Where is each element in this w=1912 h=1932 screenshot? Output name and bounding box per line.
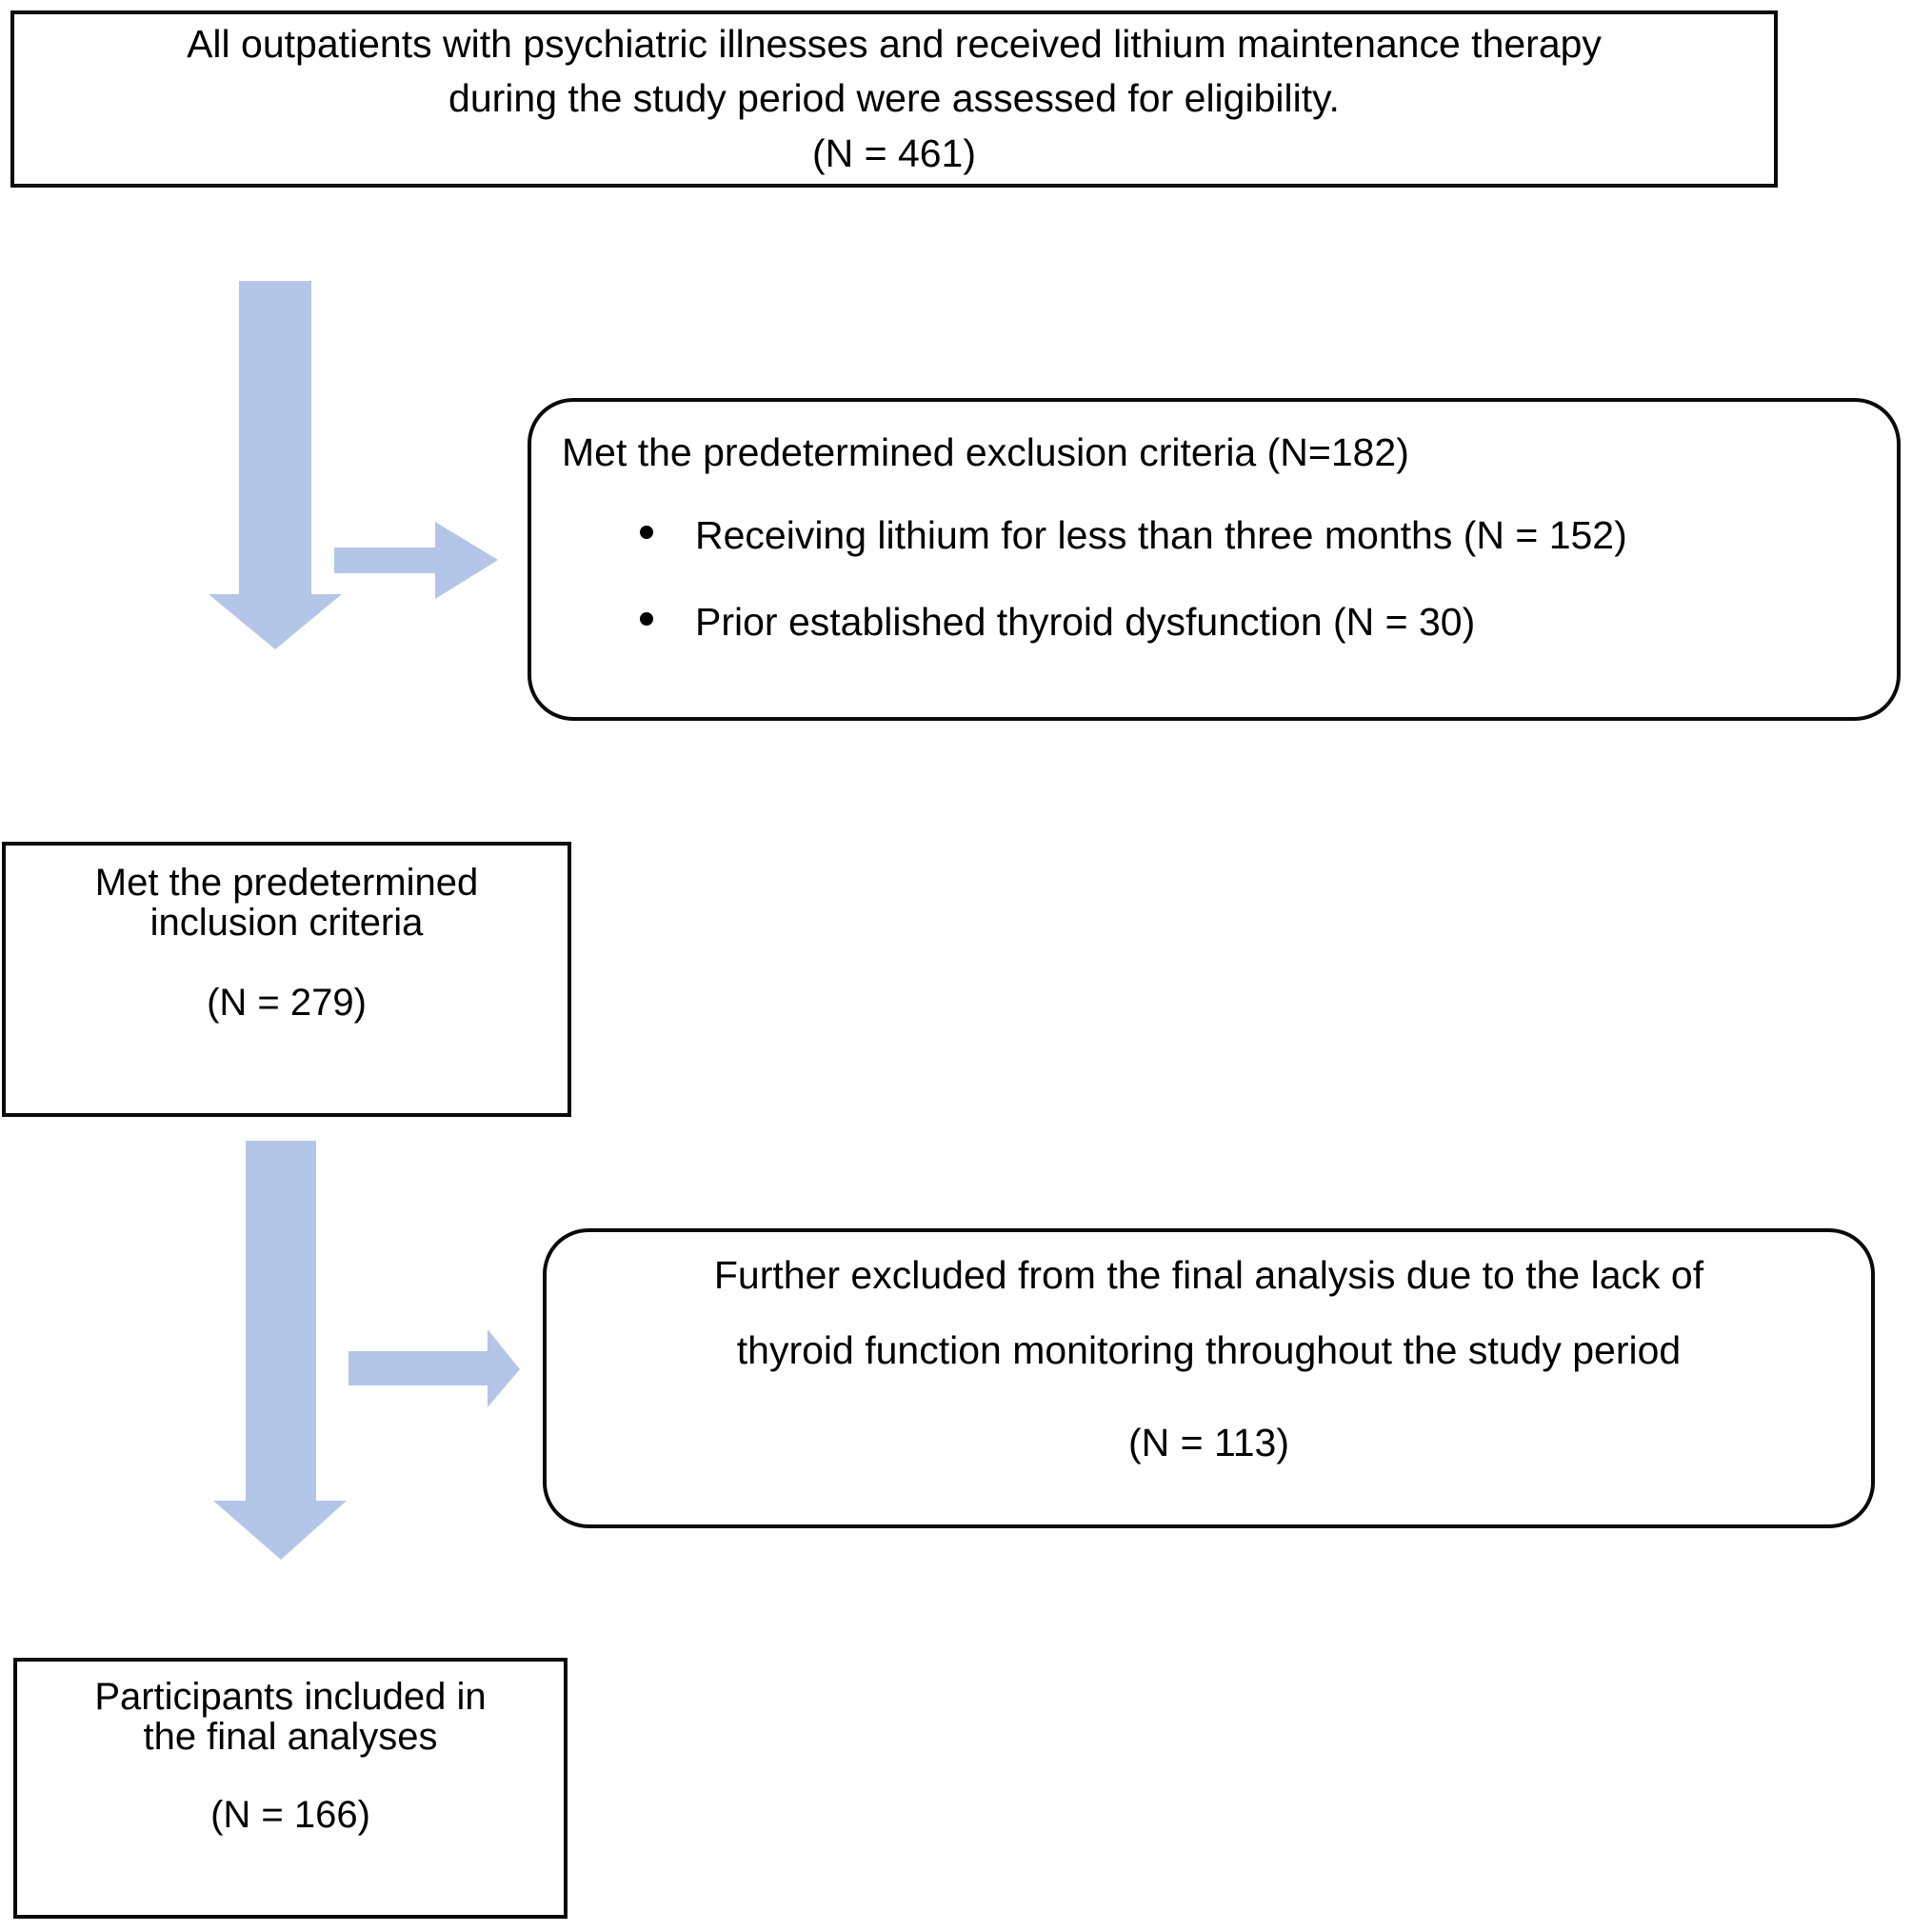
further-excluded-box: Further excluded from the final analysis… bbox=[543, 1228, 1875, 1528]
further-excluded-count: (N = 113) bbox=[1127, 1421, 1289, 1465]
inclusion-line-1: Met the predetermined bbox=[94, 862, 479, 904]
list-item: Receiving lithium for less than three mo… bbox=[562, 513, 1868, 558]
list-item: Prior established thyroid dysfunction (N… bbox=[562, 602, 1868, 643]
bullet-dot-icon bbox=[640, 612, 653, 627]
arrow-to-exclusion-criteria bbox=[334, 522, 498, 599]
final-line-1: Participants included in bbox=[94, 1676, 487, 1718]
exclusion-criteria-box: Met the predetermined exclusion criteria… bbox=[528, 398, 1901, 721]
eligibility-line-1: All outpatients with psychiatric illness… bbox=[187, 22, 1602, 66]
arrow-eligibility-to-inclusion bbox=[209, 281, 342, 649]
bullet-dot-icon bbox=[640, 526, 653, 540]
spacer bbox=[29, 943, 545, 983]
arrow-to-further-excluded bbox=[349, 1329, 520, 1407]
final-participants-box: Participants included in the final analy… bbox=[13, 1658, 568, 1919]
inclusion-line-2: inclusion criteria bbox=[149, 902, 424, 944]
spacer bbox=[585, 1296, 1833, 1330]
inclusion-count: (N = 279) bbox=[207, 982, 367, 1024]
inclusion-criteria-box: Met the predetermined inclusion criteria… bbox=[2, 842, 571, 1117]
further-excluded-line-1: Further excluded from the final analysis… bbox=[713, 1253, 1704, 1297]
final-count: (N = 166) bbox=[210, 1794, 370, 1836]
spacer bbox=[585, 1371, 1833, 1423]
further-excluded-line-2: thyroid function monitoring throughout t… bbox=[736, 1328, 1682, 1373]
eligibility-line-2: during the study period were assessed fo… bbox=[448, 76, 1340, 121]
exclusion-bullet-1: Receiving lithium for less than three mo… bbox=[695, 513, 1627, 558]
exclusion-bullet-list: Receiving lithium for less than three mo… bbox=[562, 513, 1868, 643]
eligibility-box: All outpatients with psychiatric illness… bbox=[10, 10, 1778, 188]
exclusion-heading: Met the predetermined exclusion criteria… bbox=[562, 430, 1409, 474]
arrow-inclusion-to-final bbox=[213, 1141, 347, 1560]
eligibility-count: (N = 461) bbox=[811, 130, 977, 175]
final-line-2: the final analyses bbox=[143, 1716, 438, 1758]
exclusion-bullet-2: Prior established thyroid dysfunction (N… bbox=[695, 600, 1476, 645]
spacer bbox=[38, 1757, 543, 1795]
